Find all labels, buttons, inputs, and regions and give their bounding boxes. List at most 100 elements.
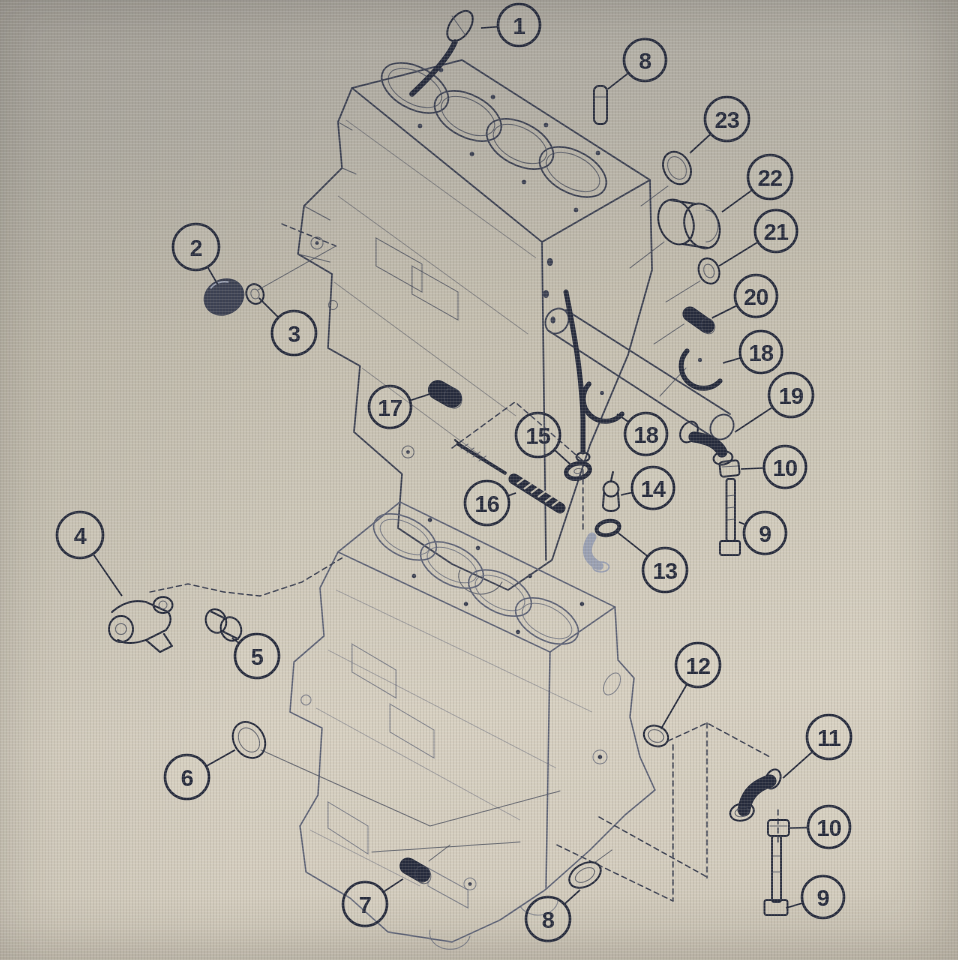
part-relief-valve-stud: [454, 439, 507, 475]
callout-leader-line: [507, 492, 517, 497]
part-dowel-pin: [593, 85, 608, 125]
part-bolt-lower: [763, 835, 789, 916]
part-elbow-19: [679, 420, 734, 466]
part-bushing-5: [204, 608, 243, 642]
callout-leader-line: [553, 449, 571, 465]
callout-leader-line: [782, 751, 814, 779]
callout-circle: [496, 2, 542, 48]
callout-number: 13: [653, 558, 678, 584]
part-washer-21: [697, 257, 721, 285]
callout-14: 14: [620, 465, 676, 511]
callout-circle: [367, 384, 413, 430]
callout-8: 8: [607, 37, 668, 90]
part-washer-15: [563, 461, 593, 481]
callout-number: 16: [475, 491, 500, 517]
callout-7: 7: [341, 878, 404, 928]
callout-circle: [762, 444, 808, 490]
callout-20: 20: [711, 273, 779, 319]
callout-leader-line: [785, 902, 804, 909]
callout-leader-line: [734, 406, 774, 433]
callout-leader-line: [409, 393, 431, 402]
callout-22: 22: [721, 153, 794, 213]
part-dipstick: [409, 9, 474, 97]
callout-circle: [641, 546, 689, 594]
callout-circle: [753, 208, 799, 254]
callout-circle: [171, 222, 221, 272]
part-elbow-13-ghost: [582, 532, 610, 573]
callout-circle: [622, 37, 668, 83]
part-bushing-22: [657, 198, 721, 250]
callout-5: 5: [231, 632, 281, 680]
callout-8: 8: [524, 889, 581, 943]
callout-circle: [163, 753, 211, 801]
callout-leader-line: [480, 25, 499, 29]
callout-circle: [55, 510, 105, 560]
part-o-ring-12: [642, 724, 670, 748]
callout-number: 22: [758, 165, 783, 191]
callout-circle: [514, 411, 562, 459]
callout-number: 19: [779, 383, 804, 409]
callout-number: 10: [773, 455, 798, 481]
callout-circle: [703, 95, 751, 143]
callout-9: 9: [785, 874, 846, 920]
callout-circle: [463, 479, 511, 527]
callout-number: 11: [817, 725, 841, 751]
callout-circle: [742, 510, 788, 556]
part-washer-13: [594, 518, 622, 538]
part-pickup-elbow-11: [729, 768, 782, 822]
callout-13: 13: [616, 531, 689, 594]
callout-leader-line: [620, 491, 633, 496]
callout-number: 18: [634, 422, 659, 448]
callout-number: 17: [378, 395, 403, 421]
callout-number: 2: [190, 235, 202, 261]
callout-leader-line: [616, 531, 649, 557]
callout-circle: [524, 895, 572, 943]
callout-circle: [767, 371, 815, 419]
part-plug-17: [428, 380, 463, 409]
callout-leader-line: [721, 189, 753, 213]
callout-10: 10: [740, 444, 808, 490]
callout-12: 12: [660, 641, 722, 730]
callout-leader-line: [740, 467, 765, 470]
part-oil-jet-4: [108, 596, 174, 653]
callout-number: 18: [749, 340, 774, 366]
callout-circle: [270, 309, 318, 357]
callout-2: 2: [171, 222, 221, 286]
part-bearing-shell-upper: [678, 348, 723, 391]
engine-block-lower: [289, 501, 656, 950]
part-washer-3: [245, 283, 265, 305]
callout-number: 1: [513, 13, 526, 39]
callout-17: 17: [367, 384, 431, 430]
part-dipstick-tube: [563, 289, 591, 463]
callout-number: 4: [74, 523, 87, 549]
callout-9: 9: [738, 510, 788, 556]
callout-leader-line: [607, 72, 629, 90]
callout-leader-line: [711, 304, 738, 319]
part-cup-plug-6: [231, 721, 293, 765]
part-o-ring-23: [662, 150, 692, 186]
callout-23: 23: [689, 95, 751, 154]
callout-number: 14: [641, 476, 666, 502]
callout-circle: [800, 874, 846, 920]
callout-leader-line: [563, 889, 581, 905]
construction-lines: [149, 185, 779, 902]
callout-circle: [674, 641, 722, 689]
callout-circle: [805, 713, 853, 761]
parts: [108, 9, 790, 916]
callout-leader-line: [382, 878, 404, 893]
callout-leader-line: [616, 413, 630, 423]
part-valve-14: [602, 471, 620, 512]
part-plug-7: [399, 844, 451, 885]
engine-block-upper: [297, 59, 653, 595]
callout-number: 21: [764, 219, 789, 245]
callout-11: 11: [782, 713, 853, 779]
callout-circle: [738, 329, 784, 375]
part-nut-upper: [718, 459, 741, 478]
callout-18: 18: [616, 411, 669, 457]
callout-number: 8: [639, 48, 652, 74]
callout-number: 6: [181, 765, 193, 791]
callout-15: 15: [514, 411, 571, 465]
